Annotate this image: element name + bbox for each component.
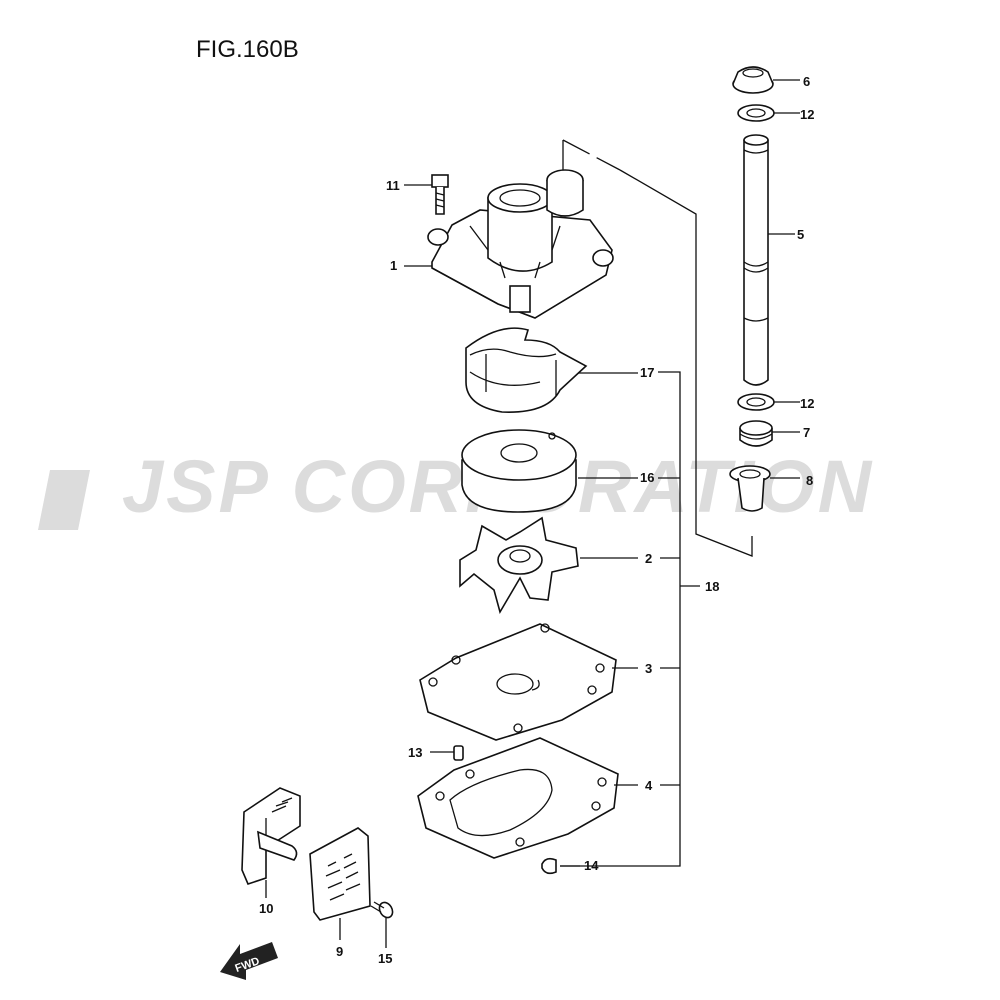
insert-cartridge — [465, 327, 588, 413]
cover-bracket — [241, 787, 301, 885]
impeller — [459, 516, 579, 615]
callout-2: 2 — [645, 551, 652, 566]
dowel-pin — [453, 745, 464, 761]
callout-4: 4 — [645, 778, 653, 793]
anode-cover — [309, 827, 371, 921]
callout-9: 9 — [336, 944, 343, 959]
callout-6: 6 — [803, 74, 810, 89]
callout-7: 7 — [803, 425, 810, 440]
forward-arrow-icon: FWD — [220, 942, 278, 980]
callout-16: 16 — [640, 470, 654, 485]
wear-plate — [419, 623, 617, 741]
pump-case — [427, 169, 614, 319]
callout-11: 11 — [386, 178, 400, 193]
callout-14: 14 — [584, 858, 599, 873]
seal-ring-upper — [737, 104, 775, 122]
bolt — [431, 174, 449, 215]
screw — [370, 901, 394, 919]
callout-17: 17 — [640, 365, 654, 380]
impeller-housing-liner — [461, 429, 577, 513]
water-tube — [743, 134, 769, 386]
impeller-key — [541, 857, 557, 875]
seal-ring-lower — [737, 393, 775, 411]
callout-labels: 1 2 3 4 5 6 7 8 9 10 11 12 12 13 14 15 1… — [259, 74, 814, 966]
grommet — [739, 420, 773, 447]
callout-15: 15 — [378, 951, 392, 966]
callout-13: 13 — [408, 745, 422, 760]
callout-10: 10 — [259, 901, 273, 916]
callout-12-upper: 12 — [800, 107, 814, 122]
tube-seal — [729, 465, 771, 512]
leader-lines — [265, 79, 800, 948]
gasket — [417, 737, 619, 859]
figure-title: FIG.160B — [196, 36, 299, 63]
callout-12-lower: 12 — [800, 396, 814, 411]
callout-8: 8 — [806, 473, 813, 488]
callout-5: 5 — [797, 227, 804, 242]
callout-1: 1 — [390, 258, 397, 273]
callout-18: 18 — [705, 579, 719, 594]
callout-3: 3 — [645, 661, 652, 676]
grommet-top — [732, 66, 774, 94]
